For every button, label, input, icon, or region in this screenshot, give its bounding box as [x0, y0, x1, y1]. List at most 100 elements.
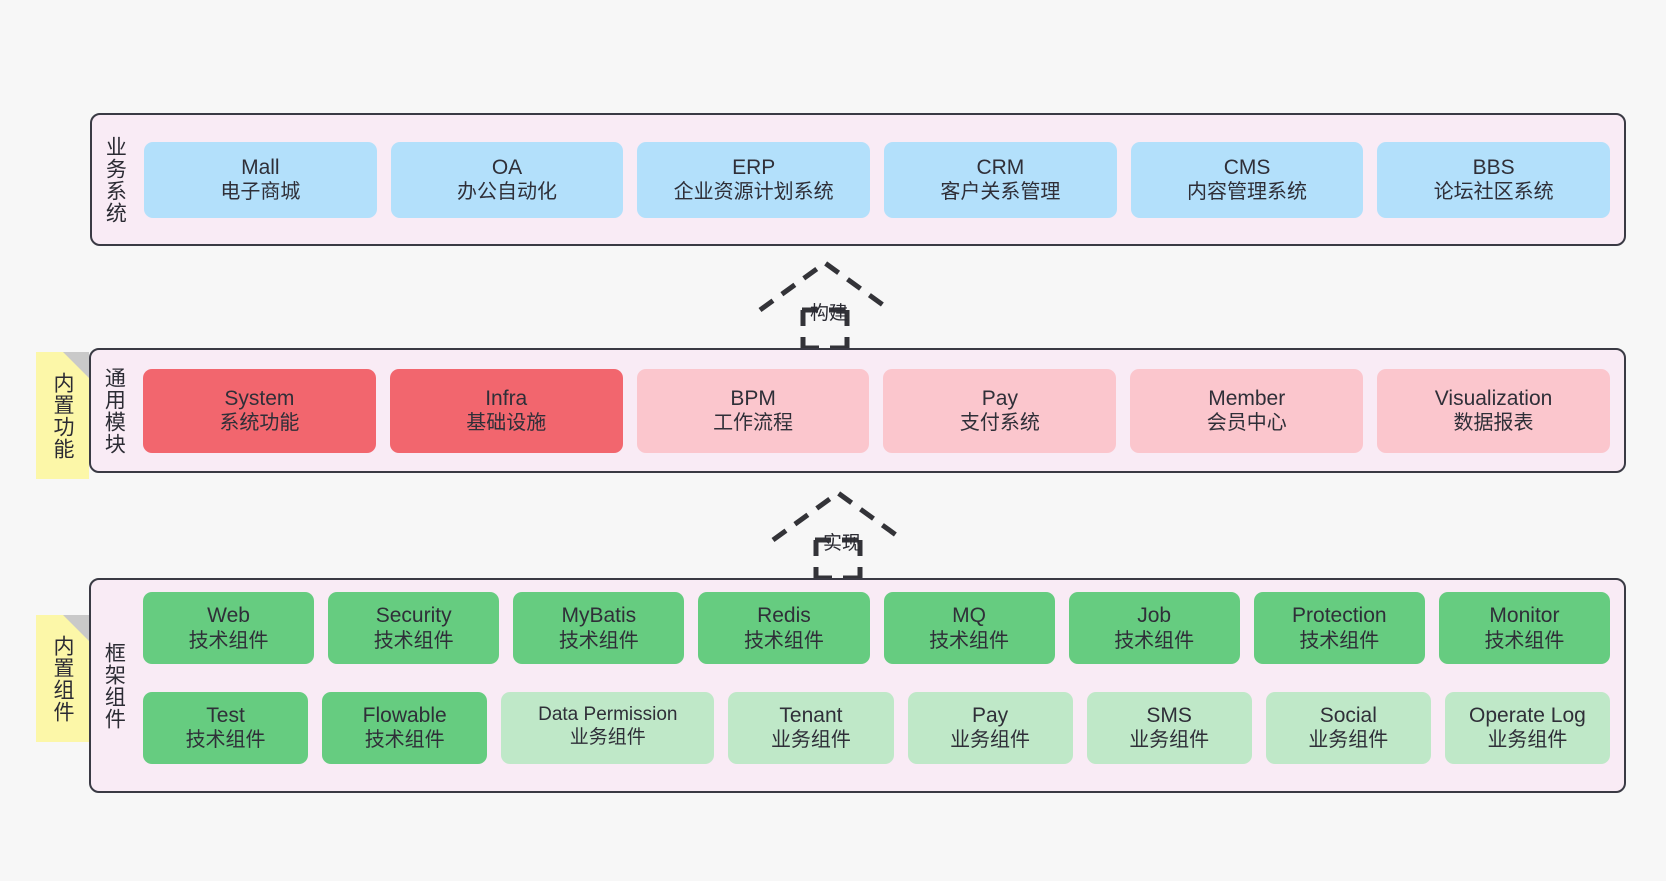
card-title-cn: 技术组件: [364, 729, 445, 752]
card-title-cn: 内容管理系统: [1187, 181, 1308, 204]
layer-body-business-system: Mall 电子商城 OA 办公自动化 ERP 企业资源计划系统 CRM 客户关系…: [136, 115, 1624, 244]
note-label: 内置组件: [51, 634, 75, 723]
card-title-en: Test: [206, 703, 245, 727]
card-title-en: Redis: [757, 604, 811, 627]
card-title-cn: 会员中心: [1206, 412, 1287, 435]
card-data-permission[interactable]: Data Permission 业务组件: [501, 691, 715, 764]
card-title-en: Member: [1208, 386, 1286, 410]
layer-body-framework-components: Web 技术组件 Security 技术组件 MyBatis 技术组件 Redi…: [135, 580, 1624, 791]
card-title-cn: 技术组件: [1114, 629, 1195, 652]
card-infra[interactable]: Infra 基础设施: [389, 368, 623, 453]
note-fold-corner-icon: [63, 615, 89, 641]
card-title-cn: 企业资源计划系统: [673, 181, 834, 204]
card-title-cn: 技术组件: [188, 629, 269, 652]
card-title-cn: 业务组件: [1308, 729, 1389, 752]
card-title-en: Web: [207, 604, 250, 627]
card-title-en: MyBatis: [561, 604, 637, 627]
card-bbs[interactable]: BBS 论坛社区系统: [1377, 141, 1611, 218]
card-title-cn: 数据报表: [1453, 412, 1534, 435]
card-title-en: Visualization: [1434, 386, 1553, 410]
layer-common-modules: 通用模块 System 系统功能 Infra 基础设施 BPM 工作流程 Pay…: [89, 348, 1626, 473]
card-title-cn: 业务组件: [1129, 729, 1210, 752]
card-title-en: BPM: [730, 386, 776, 410]
card-title-en: ERP: [732, 155, 776, 179]
card-title-cn: 技术组件: [1299, 629, 1380, 652]
card-flowable[interactable]: Flowable 技术组件: [322, 691, 488, 764]
card-bpm[interactable]: BPM 工作流程: [636, 368, 870, 453]
connector-build-label: 构建: [810, 303, 849, 324]
card-mybatis[interactable]: MyBatis 技术组件: [513, 592, 685, 664]
card-title-cn: 业务组件: [950, 729, 1031, 752]
card-title-en: System: [224, 386, 295, 410]
card-system[interactable]: System 系统功能: [143, 368, 376, 453]
card-security[interactable]: Security 技术组件: [328, 592, 500, 664]
note-builtin-function: 内置功能: [36, 352, 89, 479]
card-title-en: SMS: [1146, 703, 1192, 727]
card-title-cn: 技术组件: [185, 729, 266, 752]
card-pay-business[interactable]: Pay 业务组件: [907, 691, 1073, 764]
card-pay[interactable]: Pay 支付系统: [883, 368, 1117, 453]
card-title-cn: 工作流程: [713, 412, 794, 435]
card-title-en: Operate Log: [1469, 703, 1586, 727]
card-title-en: Protection: [1292, 604, 1387, 627]
card-monitor[interactable]: Monitor 技术组件: [1438, 592, 1610, 664]
card-title-en: Tenant: [779, 703, 843, 727]
note-label: 内置功能: [51, 371, 75, 460]
card-title-cn: 业务组件: [1487, 729, 1568, 752]
card-title-cn: 论坛社区系统: [1433, 181, 1554, 204]
card-title-cn: 基础设施: [466, 412, 547, 435]
card-title-cn: 技术组件: [558, 629, 639, 652]
card-job[interactable]: Job 技术组件: [1068, 592, 1240, 664]
card-title-cn: 业务组件: [770, 729, 851, 752]
framework-row-tech: Web 技术组件 Security 技术组件 MyBatis 技术组件 Redi…: [143, 592, 1610, 680]
card-title-en: Mall: [241, 155, 280, 179]
card-tenant[interactable]: Tenant 业务组件: [728, 691, 894, 764]
card-title-en: CMS: [1223, 155, 1271, 179]
card-member[interactable]: Member 会员中心: [1130, 368, 1364, 453]
card-erp[interactable]: ERP 企业资源计划系统: [637, 141, 871, 218]
card-title-en: BBS: [1472, 155, 1515, 179]
card-title-en: CRM: [976, 155, 1025, 179]
card-operate-log[interactable]: Operate Log 业务组件: [1444, 691, 1610, 764]
card-sms[interactable]: SMS 业务组件: [1086, 691, 1252, 764]
card-title-en: Monitor: [1489, 604, 1560, 627]
card-cms[interactable]: CMS 内容管理系统: [1130, 141, 1364, 218]
card-title-en: Infra: [485, 386, 528, 410]
card-title-cn: 技术组件: [929, 629, 1010, 652]
card-title-cn: 支付系统: [959, 412, 1040, 435]
framework-row-business: Test 技术组件 Flowable 技术组件 Data Permission …: [143, 691, 1610, 780]
card-title-cn: 客户关系管理: [940, 181, 1061, 204]
card-title-en: Pay: [981, 386, 1018, 410]
card-protection[interactable]: Protection 技术组件: [1253, 592, 1425, 664]
card-mq[interactable]: MQ 技术组件: [883, 592, 1055, 664]
card-title-cn: 技术组件: [1484, 629, 1565, 652]
connector-build: 构建: [755, 258, 925, 351]
card-web[interactable]: Web 技术组件: [143, 592, 315, 664]
card-redis[interactable]: Redis 技术组件: [698, 592, 870, 664]
card-oa[interactable]: OA 办公自动化: [390, 141, 624, 218]
layer-title-common-modules: 通用模块: [102, 366, 126, 455]
note-fold-corner-icon: [63, 352, 89, 378]
card-title-en: Security: [375, 604, 452, 627]
card-title-en: Pay: [971, 703, 1009, 727]
card-visualization[interactable]: Visualization 数据报表: [1377, 368, 1610, 453]
card-title-cn: 技术组件: [743, 629, 824, 652]
card-title-en: Job: [1137, 604, 1172, 627]
connector-implement-label: 实现: [823, 533, 862, 554]
card-crm[interactable]: CRM 客户关系管理: [884, 141, 1117, 218]
card-title-cn: 技术组件: [373, 629, 454, 652]
card-title-cn: 业务组件: [569, 727, 646, 749]
card-title-en: Flowable: [362, 703, 447, 727]
card-mall[interactable]: Mall 电子商城: [144, 141, 377, 218]
card-title-en: Data Permission: [538, 704, 678, 726]
note-builtin-component: 内置组件: [36, 615, 89, 742]
card-social[interactable]: Social 业务组件: [1265, 691, 1431, 764]
card-title-cn: 电子商城: [220, 181, 301, 204]
card-title-en: OA: [491, 155, 523, 179]
card-test[interactable]: Test 技术组件: [143, 691, 309, 764]
connector-implement: 实现: [768, 488, 938, 581]
layer-body-common-modules: System 系统功能 Infra 基础设施 BPM 工作流程 Pay 支付系统…: [135, 350, 1624, 471]
card-title-cn: 办公自动化: [457, 181, 557, 204]
layer-business-system: 业务系统 Mall 电子商城 OA 办公自动化 ERP 企业资源计划系统 CRM…: [90, 113, 1626, 246]
